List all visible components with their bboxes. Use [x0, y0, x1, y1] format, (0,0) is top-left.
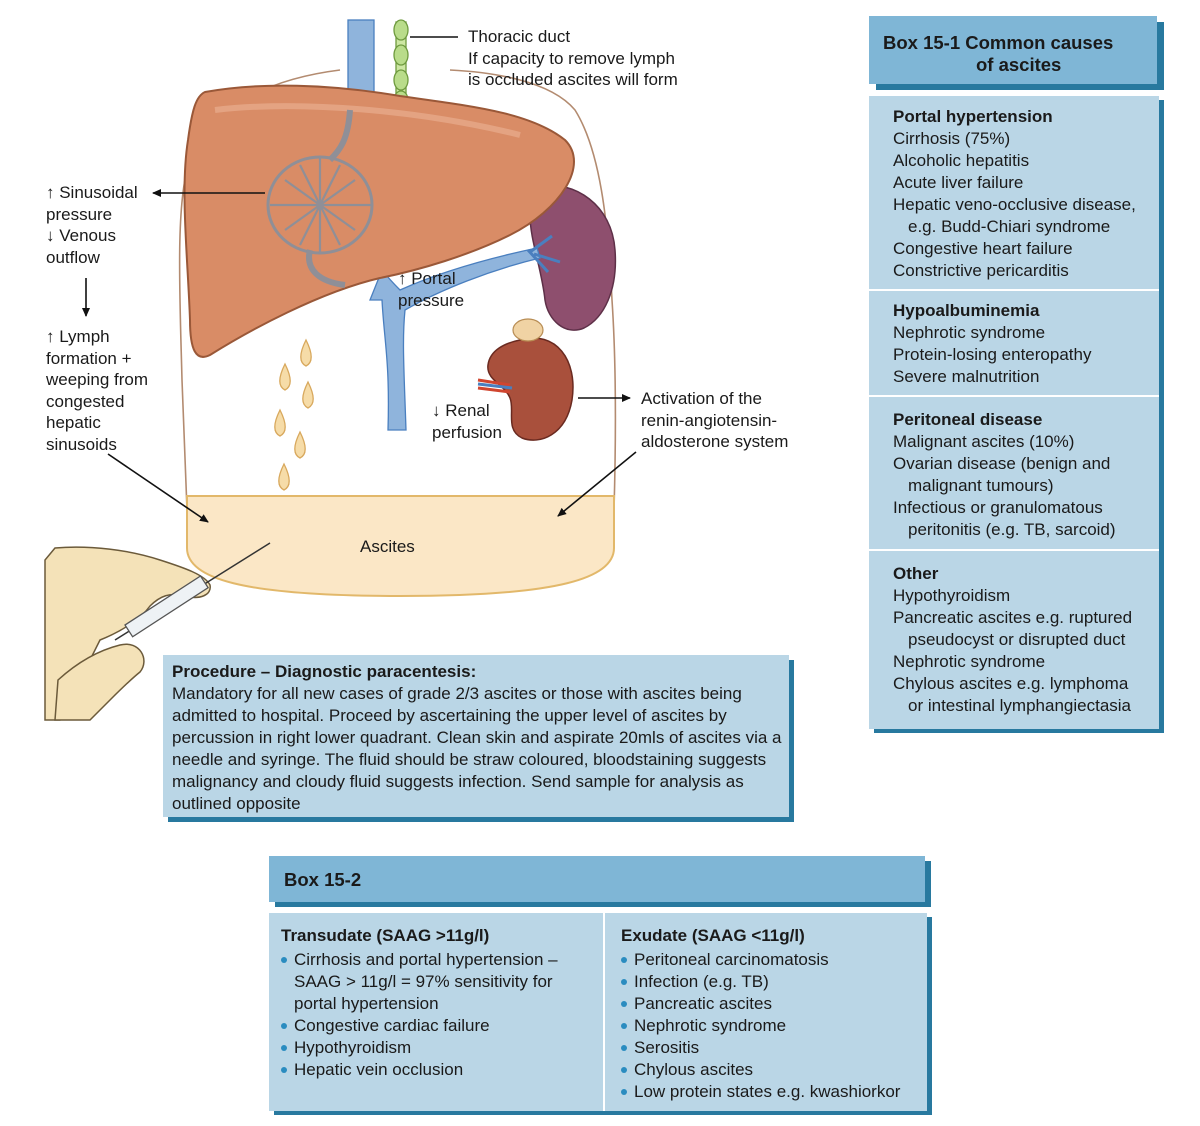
- section-divider: [869, 549, 1159, 551]
- list-item: Serositis: [621, 1037, 900, 1059]
- list-item: Pancreatic ascites e.g. ruptured: [893, 608, 1133, 627]
- list-item: Protein-losing enteropathy: [893, 345, 1092, 364]
- exudate-column: Exudate (SAAG <11g/l) Peritoneal carcino…: [609, 913, 927, 1111]
- list-item: Peritoneal carcinomatosis: [621, 949, 900, 971]
- list-item: Nephrotic syndrome: [893, 652, 1046, 671]
- fluid-droplets: [274, 338, 314, 491]
- adrenal-gland: [512, 318, 544, 342]
- list-item: Congestive heart failure: [893, 239, 1073, 258]
- list-item: Malignant ascites (10%): [893, 432, 1075, 451]
- arrow-lymph-to-ascites: [107, 453, 209, 523]
- raas-label: Activation of the renin-angiotensin- ald…: [641, 389, 789, 451]
- lymph-formation-label: ↑ Lymph formation + weeping from congest…: [46, 327, 149, 454]
- section-heading: Other: [893, 564, 939, 583]
- procedure-heading: Procedure – Diagnostic paracentesis:: [172, 662, 477, 681]
- liver-sheen: [214, 103, 521, 138]
- section-divider: [869, 289, 1159, 291]
- sinusoidal-pressure-label: ↑ Sinusoidal pressure ↓ Venous outflow: [46, 183, 138, 267]
- box-15-2-body: Transudate (SAAG >11g/l) Cirrhosis and p…: [269, 913, 927, 1111]
- list-item: Nephrotic syndrome: [893, 323, 1046, 342]
- box-15-1-title-line2: of ascites: [976, 54, 1062, 75]
- splenic-branches: [526, 234, 561, 274]
- section-divider: [869, 395, 1159, 397]
- box-15-2-title: Box 15-2: [284, 869, 362, 890]
- transudate-heading: Transudate (SAAG >11g/l): [281, 926, 490, 945]
- arrow-raas-to-ascites: [557, 451, 637, 517]
- renal-perfusion-label: ↓ Renal perfusion: [432, 401, 502, 442]
- liver: [183, 84, 575, 358]
- list-item: Hypothyroidism: [893, 586, 1011, 605]
- portal-vein: [369, 247, 541, 431]
- ascites-illustration: [44, 19, 637, 721]
- list-item: Chylous ascites e.g. lymphoma: [893, 674, 1129, 693]
- portal-pressure-label: ↑ Portal pressure: [398, 269, 465, 310]
- list-item: pseudocyst or disrupted duct: [908, 630, 1126, 649]
- list-item: Congestive cardiac failure: [281, 1015, 558, 1037]
- list-item: Infection (e.g. TB): [621, 971, 900, 993]
- syringe: [114, 542, 271, 641]
- section-heading: Portal hypertension: [893, 107, 1053, 126]
- list-item: e.g. Budd-Chiari syndrome: [908, 217, 1111, 236]
- box-15-1-body: Portal hypertension Cirrhosis (75%) Alco…: [869, 96, 1159, 729]
- list-item: Pancreatic ascites: [621, 993, 900, 1015]
- box-15-2-header: Box 15-2: [269, 856, 925, 902]
- transudate-list: Cirrhosis and portal hypertension – SAAG…: [281, 949, 558, 1081]
- list-item: Nephrotic syndrome: [621, 1015, 900, 1037]
- list-item: Hepatic vein occlusion: [281, 1059, 558, 1081]
- list-item: Low protein states e.g. kwashiorkor: [621, 1081, 900, 1103]
- procedure-text: Mandatory for all new cases of grade 2/3…: [172, 684, 782, 813]
- list-item: Hypothyroidism: [281, 1037, 558, 1059]
- procedure-box: Procedure – Diagnostic paracentesis: Man…: [163, 655, 789, 817]
- exudate-list: Peritoneal carcinomatosis Infection (e.g…: [621, 949, 900, 1103]
- list-item: peritonitis (e.g. TB, sarcoid): [908, 520, 1116, 539]
- ascites-fluid: [186, 495, 615, 598]
- kidney: [487, 337, 574, 441]
- list-item: Cirrhosis and portal hypertension – SAAG…: [281, 949, 558, 1015]
- list-item: Ovarian disease (benign and: [893, 454, 1111, 473]
- list-item: Severe malnutrition: [893, 367, 1040, 386]
- list-item: Alcoholic hepatitis: [893, 151, 1030, 170]
- list-item: Cirrhosis (75%): [893, 129, 1011, 148]
- box-15-1-title: Box 15-1 Common causes: [883, 32, 1114, 53]
- box-15-1-header: Box 15-1 Common causes of ascites: [869, 16, 1157, 84]
- list-item: Infectious or granulomatous: [893, 498, 1103, 517]
- thoracic-duct-label: Thoracic duct If capacity to remove lymp…: [468, 27, 678, 89]
- transudate-column: Transudate (SAAG >11g/l) Cirrhosis and p…: [269, 913, 603, 1111]
- list-item: Hepatic veno-occlusive disease,: [893, 195, 1136, 214]
- exudate-heading: Exudate (SAAG <11g/l): [621, 926, 805, 945]
- list-item: malignant tumours): [908, 476, 1054, 495]
- list-item: or intestinal lymphangiectasia: [908, 696, 1132, 715]
- hepatic-vein-network: [266, 109, 374, 288]
- list-item: Chylous ascites: [621, 1059, 900, 1081]
- column-divider: [603, 913, 605, 1111]
- list-item: Acute liver failure: [893, 173, 1024, 192]
- section-heading: Hypoalbuminemia: [893, 301, 1040, 320]
- ascites-label: Ascites: [360, 537, 415, 556]
- list-item: Constrictive pericarditis: [893, 261, 1069, 280]
- renal-vessels: [477, 378, 511, 394]
- section-heading: Peritoneal disease: [893, 410, 1043, 429]
